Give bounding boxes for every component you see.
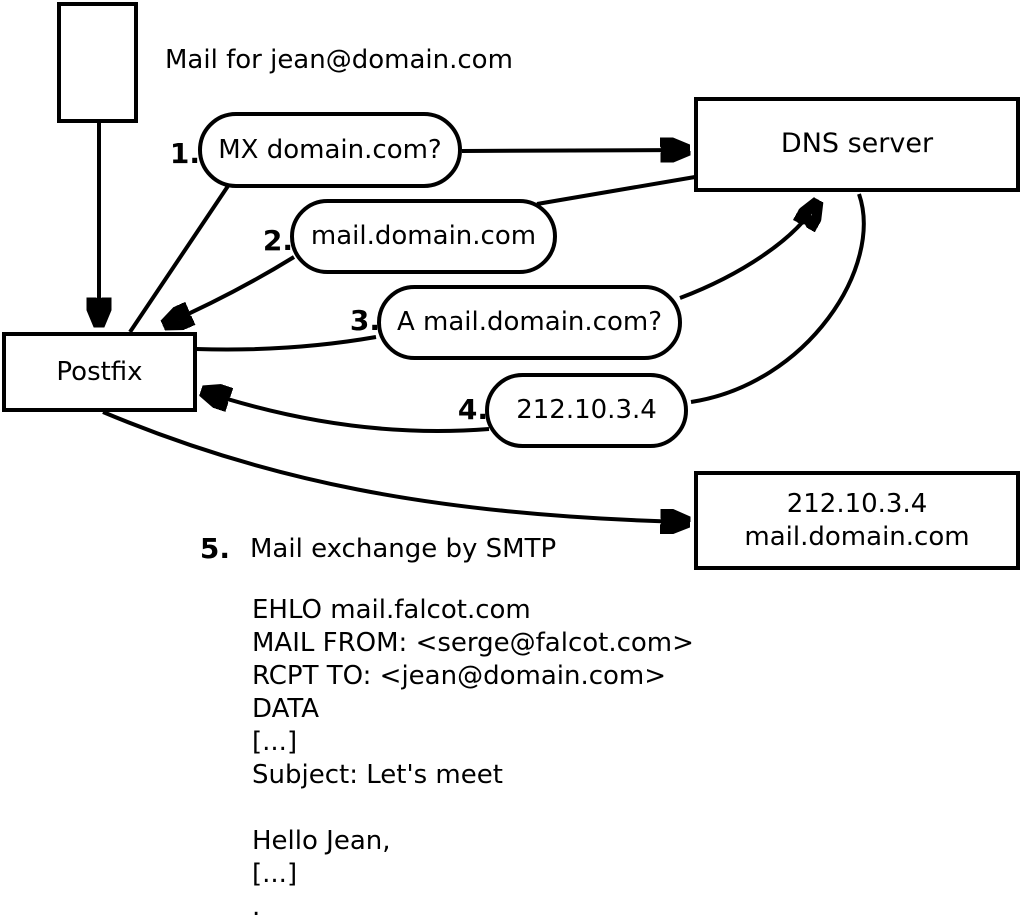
bubble-a-query: A mail.domain.com? xyxy=(377,285,682,360)
smtp-line: [...] xyxy=(252,727,298,757)
line-dns-to-a-answer xyxy=(690,193,866,404)
smtp-line: [...] xyxy=(252,859,298,889)
arrow-mx-query-to-dns xyxy=(461,150,689,151)
smtp-line: Subject: Let's meet xyxy=(252,760,503,790)
smtp-session-text: EHLO mail.falcot.com MAIL FROM: <serge@f… xyxy=(252,594,694,919)
arrow-postfix-to-mailserver xyxy=(102,410,689,522)
step-2-number: 2. xyxy=(262,224,293,257)
step-5-number: 5. xyxy=(199,532,230,565)
postfix-node: Postfix xyxy=(2,332,197,412)
arrow-mx-answer-to-postfix xyxy=(164,255,296,325)
smtp-line: EHLO mail.falcot.com xyxy=(252,595,531,625)
bubble-a-answer: 212.10.3.4 xyxy=(485,373,688,448)
remote-mailserver-ip: 212.10.3.4 xyxy=(786,488,928,519)
step-5-label: Mail exchange by SMTP xyxy=(250,534,557,564)
step-4-number: 4. xyxy=(457,393,488,426)
step-3-number: 3. xyxy=(349,304,380,337)
remote-mailserver-hostname: mail.domain.com xyxy=(744,521,970,552)
step-1-number: 1. xyxy=(169,137,200,170)
line-postfix-to-mx-query xyxy=(128,184,230,334)
remote-mailserver-node: 212.10.3.4 mail.domain.com xyxy=(694,471,1020,570)
remote-mailserver-label: 212.10.3.4 mail.domain.com xyxy=(744,488,969,554)
caption-mail-for: Mail for jean@domain.com xyxy=(165,45,513,75)
arrow-a-answer-to-postfix xyxy=(202,391,490,433)
arrow-a-query-to-dns xyxy=(679,201,818,300)
smtp-line: . xyxy=(252,892,261,919)
smtp-line: Hello Jean, xyxy=(252,826,391,856)
smtp-line: MAIL FROM: <serge@falcot.com> xyxy=(252,628,694,658)
smtp-line: RCPT TO: <jean@domain.com> xyxy=(252,661,667,691)
smtp-line-blank xyxy=(252,792,694,825)
line-dns-to-mx-answer xyxy=(536,175,696,206)
dns-server-node: DNS server xyxy=(694,97,1020,192)
bubble-mx-query: MX domain.com? xyxy=(198,112,462,188)
smtp-line: DATA xyxy=(252,694,319,724)
line-postfix-to-a-query xyxy=(195,335,377,352)
mail-message-box xyxy=(57,2,138,123)
bubble-mx-answer: mail.domain.com xyxy=(290,199,557,274)
